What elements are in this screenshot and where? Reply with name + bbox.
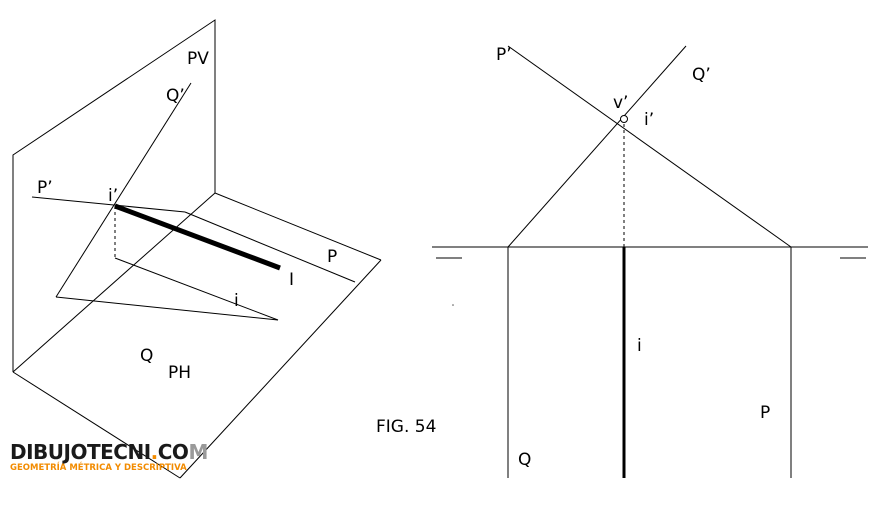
trace-p-prime-right [507, 45, 792, 248]
horizontal-plane-back-edge [214, 192, 382, 261]
label-p-prime: P’ [37, 178, 53, 198]
label-q-right: Q [518, 450, 531, 470]
label-q-prime-right: Q’ [692, 65, 711, 85]
right-figure: P’ Q’ v’ i’ i P Q FIG. 54 [376, 45, 868, 478]
stray-dot [452, 304, 454, 306]
trace-p-prime [31, 196, 186, 213]
label-pv: PV [187, 49, 209, 69]
label-ph: PH [168, 363, 191, 383]
intersection-horizontal-projection [114, 257, 279, 321]
label-i-prime-right: i’ [644, 110, 654, 130]
label-p-right: P [760, 403, 770, 423]
label-i-right: i [637, 336, 642, 356]
trace-q-prime-right [507, 45, 687, 248]
label-p: P [327, 247, 337, 267]
logo-subtitle: GEOMETRÍA MÉTRICA Y DESCRIPTIVA [10, 463, 187, 473]
site-logo: DIBUJOTECNI.COM GEOMETRÍA MÉTRICA Y DESC… [10, 441, 208, 474]
figure-caption: FIG. 54 [376, 417, 436, 437]
label-q-prime: Q’ [166, 86, 185, 106]
label-i-prime: i’ [108, 186, 118, 206]
trace-q-prime [55, 82, 192, 298]
label-q: Q [140, 346, 153, 366]
label-v-prime: v’ [613, 93, 628, 113]
horizontal-plane-front-edge [12, 371, 181, 479]
trace-p-horizontal [184, 211, 356, 283]
left-figure: PV Q’ P’ i’ I P i Q PH [12, 19, 382, 479]
logo-title: DIBUJOTECNI.COM [10, 441, 208, 463]
logo-title-co: CO [157, 440, 189, 464]
horizontal-plane-right-edge [179, 259, 382, 479]
trace-q-horizontal [55, 296, 279, 321]
logo-title-dark: DIBUJOTECNI [10, 440, 151, 464]
ground-line [12, 192, 216, 373]
logo-title-m: M [188, 440, 208, 464]
label-i: i [234, 291, 239, 311]
label-p-prime-right: P’ [496, 45, 512, 65]
label-l: I [289, 270, 294, 290]
logo-title-dot: . [150, 440, 159, 464]
vertical-plane-outline [12, 19, 216, 372]
point-v-prime [620, 115, 628, 123]
intersection-line [114, 203, 281, 271]
